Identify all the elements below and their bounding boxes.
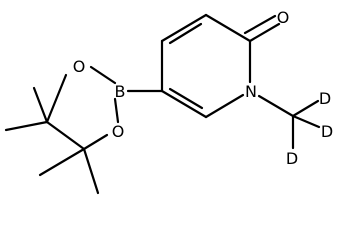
bond-c3-c4-inner bbox=[168, 22, 203, 45]
atom-label-deuterium-1: D bbox=[319, 89, 331, 108]
atom-label-oxygen-ring-upper: O bbox=[73, 57, 86, 76]
bond-cd3-d-upper bbox=[291, 99, 320, 118]
chemical-structure-diagram: O N B O O D D D bbox=[4, 8, 333, 195]
structure-svg: O N B O O D D D bbox=[4, 8, 333, 195]
bond-b-o-upper bbox=[89, 65, 117, 85]
bond-n1-cd3 bbox=[257, 94, 295, 118]
bond-c2-o-carbonyl-2 bbox=[243, 14, 277, 35]
atom-label-boron: B bbox=[115, 82, 126, 101]
atom-label-deuterium-3: D bbox=[286, 149, 298, 168]
atom-label-oxygen-carbonyl: O bbox=[277, 8, 290, 27]
bond-c3-c4 bbox=[160, 13, 208, 43]
bond-b-o-lower bbox=[113, 97, 120, 124]
atom-label-deuterium-2: D bbox=[321, 122, 333, 141]
atom-label-nitrogen: N bbox=[245, 82, 257, 101]
bond-c2-c3 bbox=[204, 13, 252, 43]
bond-c6-n1 bbox=[204, 93, 245, 119]
atom-labels: O N B O O D D D bbox=[73, 8, 333, 168]
bond-cd3-d-right bbox=[291, 114, 321, 129]
bond-c2-o-carbonyl-1 bbox=[248, 22, 281, 43]
bond-c5-c6-inner bbox=[168, 87, 204, 110]
bond-c-c-ring bbox=[45, 120, 86, 151]
bond-o-lower-c bbox=[82, 133, 109, 151]
bond-methyl-1 bbox=[32, 86, 49, 124]
atom-label-oxygen-ring-lower: O bbox=[112, 122, 125, 141]
bond-methyl-4 bbox=[82, 147, 100, 195]
bond-c5-c6 bbox=[160, 89, 208, 119]
bond-methyl-3 bbox=[38, 147, 86, 177]
bonds bbox=[4, 13, 321, 195]
bond-o-upper-c bbox=[45, 73, 68, 124]
bond-methyl-2 bbox=[4, 120, 49, 132]
